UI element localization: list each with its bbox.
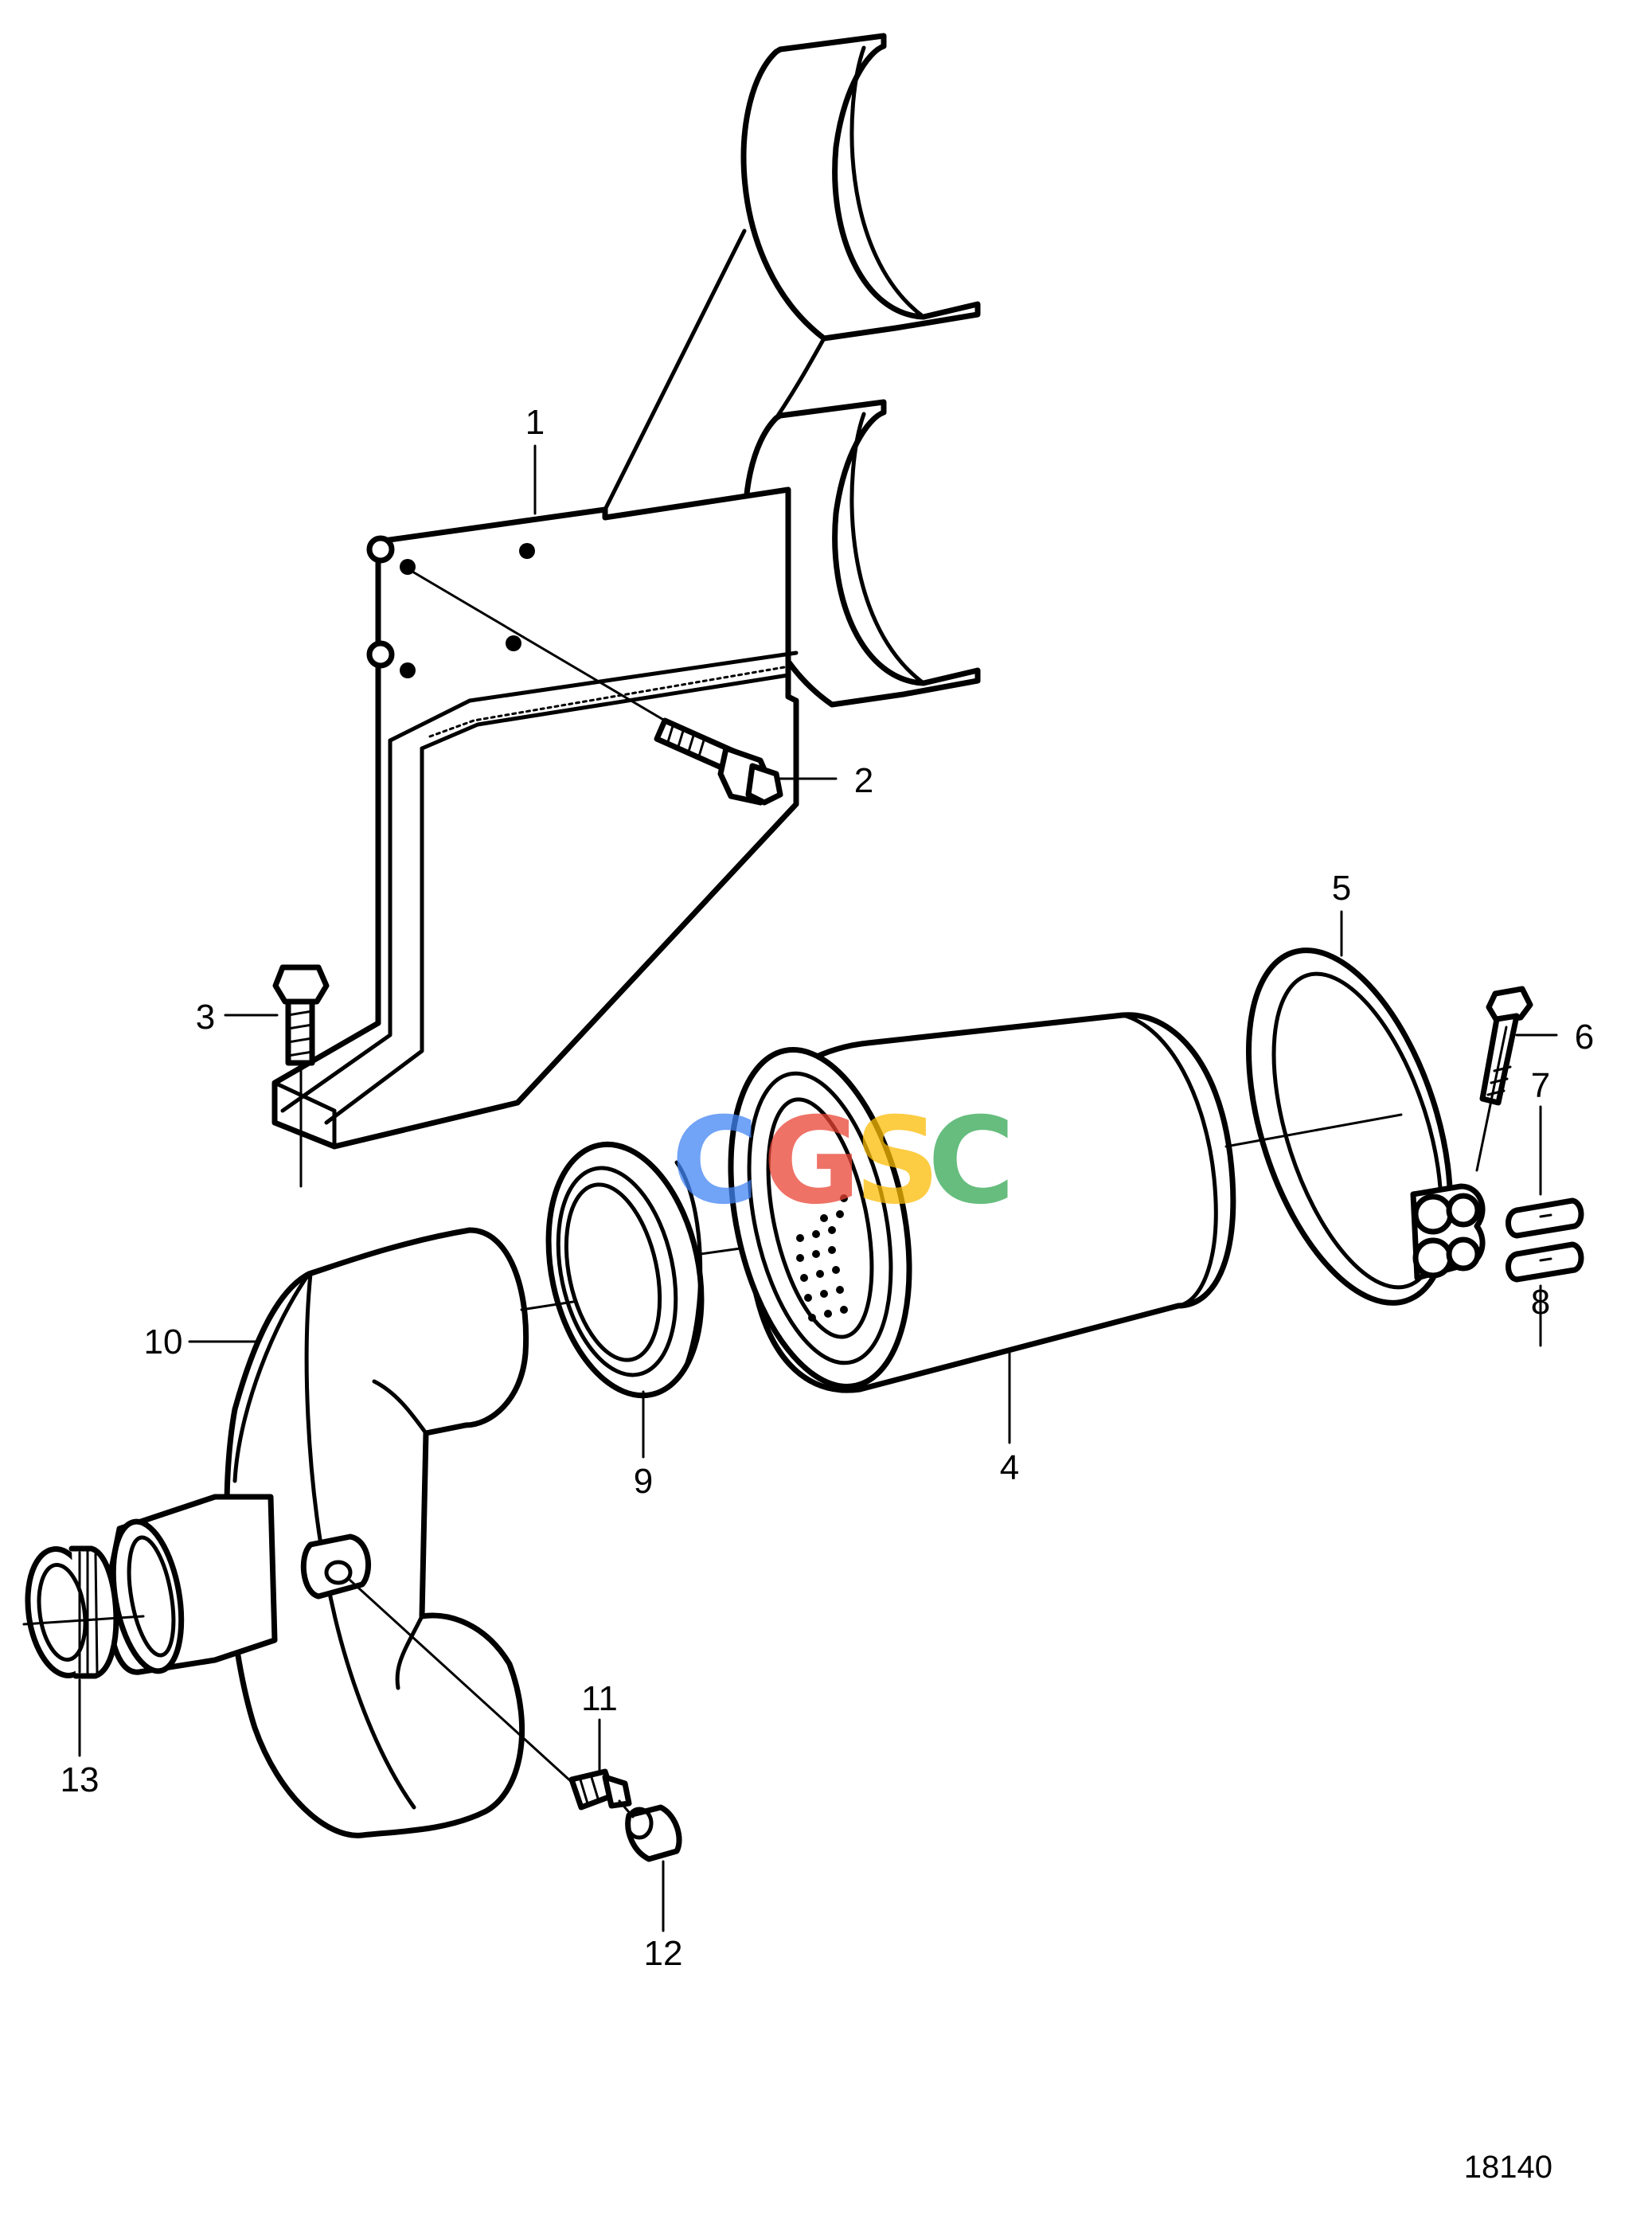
callout-12: 12 <box>644 1934 683 1973</box>
drain-cap <box>625 1804 682 1862</box>
sealing-ring <box>545 1141 705 1399</box>
callout-6: 6 <box>1575 1018 1594 1057</box>
callout-7: 7 <box>1531 1066 1550 1105</box>
assembly-lines <box>22 565 1508 1818</box>
mounting-bracket <box>271 33 981 1150</box>
callout-3: 3 <box>196 998 215 1037</box>
watermark-letter-1: C <box>671 1092 759 1231</box>
drain-nipple <box>568 1768 632 1811</box>
callout-8: 8 <box>1531 1283 1550 1322</box>
spacer-7 <box>1506 1197 1584 1239</box>
bolt-3 <box>272 964 330 1066</box>
intake-housing <box>105 1227 529 1838</box>
spacer-8 <box>1506 1241 1584 1283</box>
callout-2: 2 <box>854 761 873 800</box>
threaded-ring <box>25 1545 119 1679</box>
clamp-band <box>1246 947 1486 1306</box>
leader-lines <box>78 444 1558 1932</box>
figure-number: 18140 <box>1464 2150 1552 2185</box>
bolt-6 <box>1479 986 1533 1106</box>
callout-1: 1 <box>525 403 545 442</box>
watermark-letter-3: S <box>854 1092 940 1231</box>
watermark-letter-2: G <box>763 1092 861 1231</box>
callout-4: 4 <box>1000 1448 1019 1487</box>
air-filter-element <box>728 1012 1236 1393</box>
callout-10: 10 <box>144 1322 183 1361</box>
callout-11: 11 <box>581 1679 618 1718</box>
watermark-letter-4: C <box>928 1092 1015 1231</box>
callout-13: 13 <box>61 1760 100 1799</box>
bolt-2 <box>654 717 783 806</box>
watermark: C G S C <box>671 1092 1015 1231</box>
callout-5: 5 <box>1332 869 1351 908</box>
callout-9: 9 <box>634 1462 653 1501</box>
callout-labels: 1 2 3 4 5 6 7 8 9 10 11 12 13 <box>61 403 1595 1973</box>
